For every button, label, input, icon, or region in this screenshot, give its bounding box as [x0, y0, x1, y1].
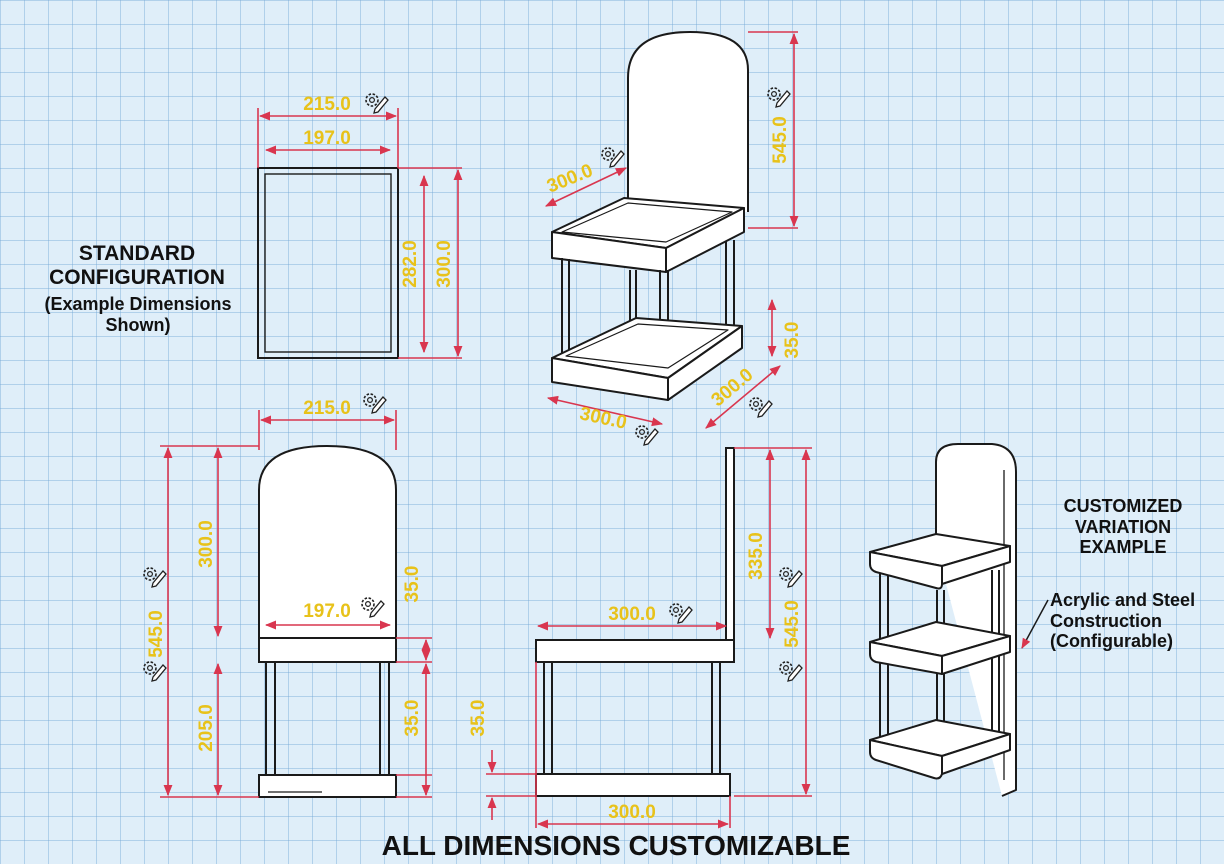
footer-title: ALL DIMENSIONS CUSTOMIZABLE [381, 830, 851, 861]
top-view [257, 167, 399, 359]
gear-pencil-icon [143, 661, 167, 682]
dim-front-total-height: 545.0 [146, 610, 167, 658]
dim-front-leg-height: 205.0 [196, 704, 217, 752]
custom-variation-title: CUSTOMIZED VARIATION EXAMPLE [1063, 496, 1183, 558]
dim-side-total-height: 545.0 [782, 600, 803, 648]
dim-iso-base-width: 300.0 [578, 403, 629, 433]
dim-iso-base-height: 35.0 [782, 322, 803, 359]
dim-line-iso-tray-depth [544, 167, 628, 207]
gear-pencil-icon [779, 567, 803, 588]
custom-variation-drawing [869, 443, 1017, 797]
dim-side-base-depth: 300.0 [608, 802, 656, 823]
dim-iso-tray-depth: 300.0 [544, 160, 596, 197]
isometric-view [551, 31, 749, 401]
gear-pencil-icon [669, 603, 693, 624]
dim-top-inner-depth: 282.0 [400, 240, 421, 288]
standard-config-title: STANDARD CONFIGURATION [49, 242, 225, 290]
gear-pencil-icon [365, 93, 389, 114]
dim-front-inner-width: 197.0 [303, 601, 351, 622]
dim-top-inner-width: 197.0 [303, 128, 351, 149]
dim-side-back-height: 335.0 [746, 532, 767, 580]
dim-line-iso-base-depth [705, 365, 781, 429]
dim-line-iso-base-width [546, 395, 664, 427]
callout-leader [1021, 599, 1049, 649]
standard-config-subtitle: (Example Dimensions Shown) [44, 294, 232, 335]
dim-front-width: 215.0 [303, 398, 351, 419]
gear-pencil-icon [363, 393, 387, 414]
dim-top-outer-depth: 300.0 [434, 240, 455, 288]
dim-top-outer-width: 215.0 [303, 94, 351, 115]
gear-pencil-icon [635, 425, 659, 446]
gear-pencil-icon [779, 661, 803, 682]
dim-side-base-thickness: 35.0 [468, 700, 489, 737]
gear-pencil-icon [767, 87, 791, 108]
dim-front-back-height: 300.0 [196, 520, 217, 568]
dim-side-seat-depth: 300.0 [608, 604, 656, 625]
side-view [535, 447, 735, 797]
dim-front-seat-thickness: 35.0 [402, 566, 423, 603]
dim-front-base-thickness: 35.0 [402, 700, 423, 737]
front-view [258, 444, 397, 798]
gear-pencil-icon [143, 567, 167, 588]
dim-iso-height: 545.0 [770, 116, 791, 164]
custom-variation-note: Acrylic and Steel Construction (Configur… [1050, 590, 1196, 652]
gear-pencil-icon [601, 147, 625, 168]
gear-pencil-icon [749, 397, 773, 418]
